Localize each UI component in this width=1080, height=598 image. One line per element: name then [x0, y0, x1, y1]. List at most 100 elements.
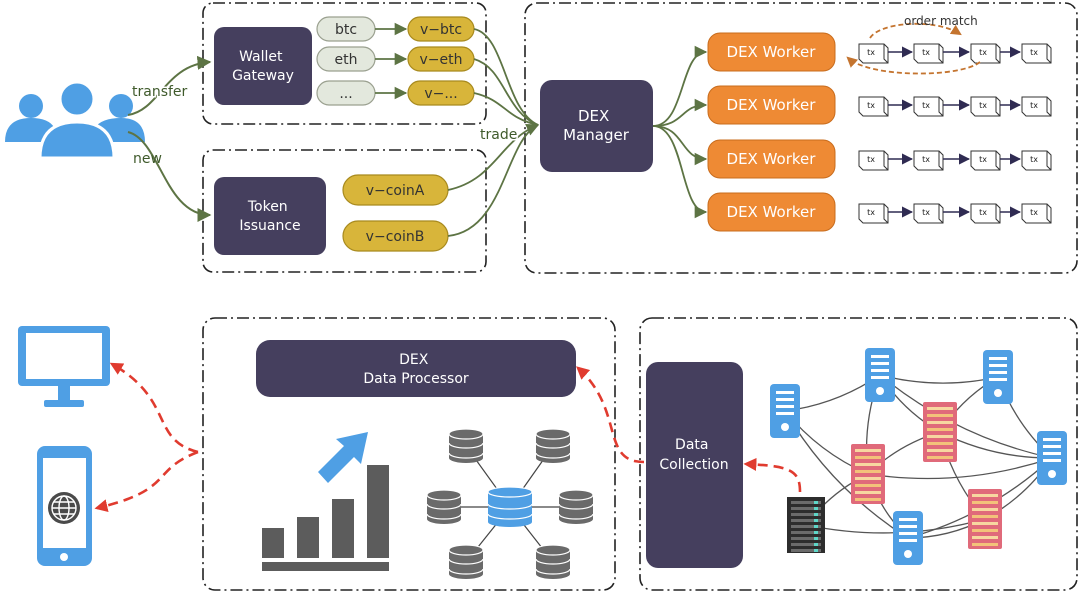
collection-line1: Data: [675, 437, 708, 453]
tx-block: tx: [913, 203, 944, 224]
issued-pill-coinB: v−coinB: [342, 220, 449, 252]
data-processor-box: [256, 340, 576, 397]
network-link: [867, 457, 1053, 480]
coin-pill-btc: btc: [316, 16, 376, 42]
collection-line2: Collection: [659, 457, 728, 473]
database-icon: [535, 544, 571, 579]
svg-text:Wallet Gateway: Wallet Gateway: [232, 49, 294, 84]
token-issuance-line1: Token: [247, 199, 288, 215]
processor-line2: Data Processor: [363, 371, 469, 387]
tx-block: tx: [970, 150, 1001, 171]
tx-block: tx: [858, 96, 889, 117]
dex-manager-line1: DEX: [578, 107, 609, 125]
token-issuance-box: [214, 177, 326, 255]
tx-label: tx: [1030, 48, 1038, 57]
phone-icon: [37, 446, 92, 566]
tx-block: tx: [913, 150, 944, 171]
issued-label: v−coinA: [366, 183, 425, 199]
dex-worker-1: DEX Worker: [707, 32, 836, 72]
svg-text:Data Collection: Data Collection: [659, 437, 728, 473]
database-icon: [426, 489, 462, 524]
monitor-icon: [18, 326, 110, 407]
vcoin-label: v−btc: [420, 22, 462, 38]
tx-block: tx: [1021, 96, 1052, 117]
data-collection-box: [646, 362, 743, 568]
dex-group-box: [524, 2, 1078, 274]
tx-label: tx: [979, 48, 987, 57]
order-match-arrow-bottom: [846, 56, 981, 75]
database-icon: [448, 428, 484, 463]
svg-text:DEX Manager: DEX Manager: [563, 107, 630, 144]
new-label: new: [133, 151, 162, 167]
collection-group-box: [639, 317, 1078, 591]
datacenter-rack-icon: [787, 497, 825, 553]
collection-to-processor-arrow: [576, 366, 645, 464]
manager-to-worker-arrow: [652, 98, 708, 127]
output-arrow-monitor: [109, 362, 199, 454]
coin-pill-eth: eth: [316, 46, 376, 72]
tx-label: tx: [1030, 208, 1038, 217]
rack-node-icon: [851, 444, 885, 504]
coin-pill-more: ...: [316, 80, 376, 106]
network-link: [879, 374, 1053, 459]
central-database-icon: [487, 486, 533, 527]
tx-label: tx: [979, 101, 987, 110]
output-arrow-phone: [94, 450, 199, 512]
growth-chart-icon: [262, 432, 389, 571]
database-icon: [535, 428, 571, 463]
coin-label: btc: [335, 22, 357, 38]
tx-label: tx: [922, 101, 930, 110]
database-icon: [448, 544, 484, 579]
tx-block: tx: [970, 203, 1001, 224]
svg-text:Token Issuance: Token Issuance: [239, 199, 300, 234]
tx-label: tx: [922, 208, 930, 217]
tx-block: tx: [858, 203, 889, 224]
network-link: [879, 374, 999, 384]
tx-label: tx: [867, 48, 875, 57]
dex-worker-label: DEX Worker: [727, 203, 817, 221]
tx-block: tx: [913, 43, 944, 64]
dex-worker-label: DEX Worker: [727, 43, 817, 61]
tx-label: tx: [867, 208, 875, 217]
tx-label: tx: [922, 48, 930, 57]
dex-worker-2: DEX Worker: [707, 85, 836, 125]
tx-label: tx: [979, 208, 987, 217]
transfer-arrow: [127, 55, 212, 116]
tx-label: tx: [922, 155, 930, 164]
tx-block: tx: [970, 96, 1001, 117]
trade-arrow-coinB: [447, 123, 540, 237]
server-node-icon: [893, 511, 923, 565]
tx-block: tx: [858, 150, 889, 171]
rack-node-icon: [968, 489, 1002, 549]
coin-label: ...: [339, 86, 352, 102]
wallet-gateway-box: [214, 27, 312, 105]
tx-block: tx: [1021, 150, 1052, 171]
manager-to-worker-arrow: [652, 125, 708, 166]
order-match-label: order match: [904, 14, 978, 28]
dex-worker-3: DEX Worker: [707, 139, 836, 179]
dex-manager-line2: Manager: [563, 126, 630, 144]
vcoin-pill-eth: v−eth: [407, 46, 475, 72]
server-node-icon: [1037, 431, 1067, 485]
trade-arrow-more: [473, 92, 539, 126]
processor-group-box: [202, 317, 616, 591]
processor-line1: DEX: [399, 352, 429, 368]
token-issuance-line2: Issuance: [239, 218, 300, 234]
tx-block: tx: [1021, 43, 1052, 64]
vcoin-label: v−eth: [420, 52, 463, 68]
wallet-gateway-line2: Gateway: [232, 68, 294, 84]
issued-pill-coinA: v−coinA: [342, 174, 449, 206]
trade-arrow-eth: [473, 58, 539, 126]
network-to-collection-arrow: [743, 457, 802, 493]
server-node-icon: [865, 348, 895, 402]
database-cluster-icon: [426, 428, 594, 579]
trade-label: trade: [480, 127, 517, 143]
tx-block: tx: [913, 96, 944, 117]
tx-label: tx: [1030, 155, 1038, 164]
tx-block: tx: [970, 43, 1001, 64]
transfer-label: transfer: [132, 84, 188, 100]
dex-worker-label: DEX Worker: [727, 96, 817, 114]
